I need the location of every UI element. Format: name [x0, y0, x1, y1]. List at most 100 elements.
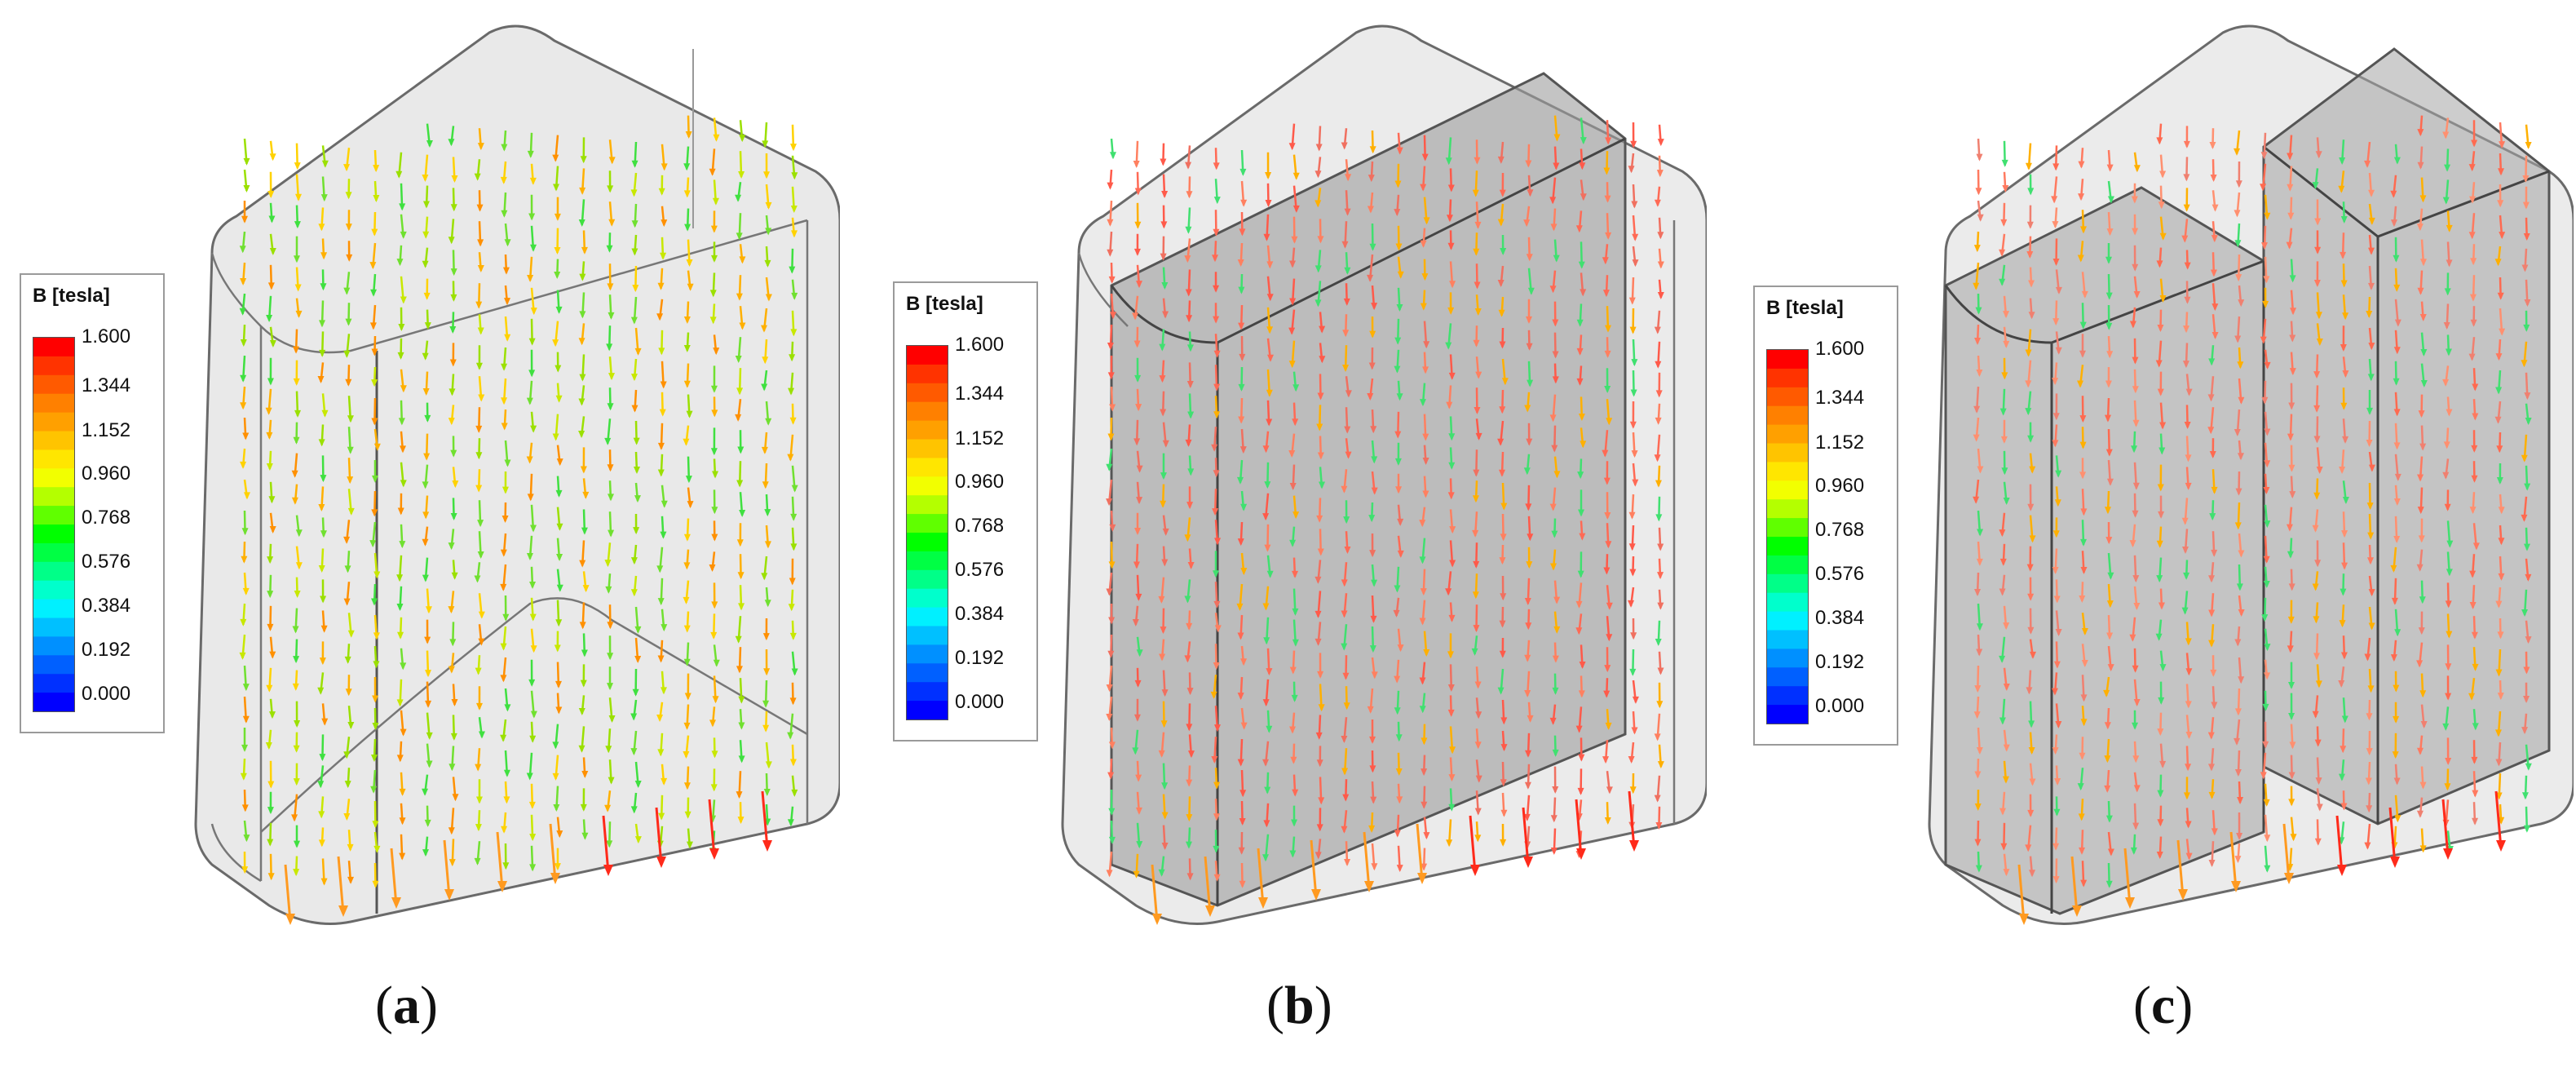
field-vector-head: [2105, 449, 2113, 457]
colorbar-band: [907, 495, 948, 515]
field-vector-head: [2028, 312, 2035, 320]
field-vector-head: [2025, 380, 2032, 388]
field-vector-head: [2055, 286, 2062, 294]
field-vector-head: [608, 219, 616, 227]
field-vector-head: [318, 320, 325, 328]
field-vector-head: [1628, 543, 1636, 551]
field-vector-head: [764, 600, 771, 608]
field-vector-head: [1393, 609, 1400, 618]
field-vector-head: [791, 172, 798, 180]
field-vector-head: [656, 565, 664, 573]
field-vector-head: [2211, 702, 2218, 710]
field-vector-head: [1239, 228, 1246, 237]
field-vector-head: [346, 254, 353, 262]
field-vector-head: [372, 880, 379, 888]
colorbar-band: [907, 551, 948, 571]
field-vector-head: [2079, 226, 2087, 234]
field-vector-head: [2025, 408, 2032, 416]
colorbar-band: [1767, 649, 1808, 668]
field-vector-head: [426, 732, 433, 740]
field-vector-head: [1475, 711, 1482, 719]
field-vector-head: [1289, 850, 1297, 858]
tick-label: 0.960: [82, 463, 131, 485]
field-vector-head: [371, 509, 378, 517]
field-vector-head: [762, 140, 769, 148]
field-vector-head: [630, 806, 638, 814]
field-vector-head: [2313, 492, 2321, 500]
field-vector-head: [1205, 905, 1215, 917]
field-vector-head: [2107, 572, 2114, 580]
field-vector-head: [2443, 848, 2453, 860]
field-vector-head: [789, 578, 796, 586]
field-vector-head: [2236, 583, 2243, 591]
field-vector-head: [1186, 724, 1193, 732]
field-vector-head: [2419, 195, 2427, 203]
field-vector-head: [372, 722, 379, 730]
field-vector-head: [424, 819, 431, 827]
field-vector-head: [1185, 226, 1192, 234]
field-vector-head: [2055, 470, 2062, 478]
field-vector-head: [1161, 812, 1169, 820]
field-vector-head: [2185, 764, 2192, 772]
field-vector-head: [607, 622, 614, 630]
field-vector-head: [2521, 454, 2528, 463]
field-vector-head: [1239, 880, 1246, 888]
field-vector-head: [2055, 721, 2062, 729]
field-vector-head: [529, 834, 537, 842]
field-vector-head: [1580, 137, 1587, 145]
field-vector-head: [2051, 688, 2058, 696]
field-vector-head: [2498, 573, 2505, 581]
field-vector-head: [710, 225, 718, 233]
field-vector-head: [1552, 749, 1559, 757]
field-vector-head: [475, 796, 483, 804]
field-vector-head: [711, 409, 718, 418]
field-vector-head: [2072, 905, 2082, 917]
field-vector-head: [1448, 614, 1456, 622]
field-vector-head: [396, 259, 404, 267]
field-vector-head: [2442, 131, 2450, 139]
field-vector-head: [1473, 469, 1480, 477]
field-vector-head: [269, 247, 276, 255]
colorbar-band: [33, 356, 74, 376]
field-vector-head: [1631, 359, 1638, 367]
field-vector-head: [292, 626, 299, 634]
field-vector-head: [501, 210, 508, 218]
field-vector-head: [1974, 771, 1982, 779]
field-vector-head: [764, 541, 771, 549]
colorbar-band: [33, 412, 74, 432]
field-vector-head: [2419, 781, 2427, 790]
field-vector-head: [1369, 330, 1376, 339]
field-vector-head: [1445, 588, 1452, 596]
field-vector-head: [475, 425, 483, 433]
field-vector-head: [579, 374, 586, 382]
field-vector-head: [661, 219, 668, 228]
field-vector-head: [1394, 458, 1402, 466]
field-vector-head: [1525, 160, 1532, 168]
field-vector-head: [2207, 732, 2215, 740]
field-vector-head: [2523, 324, 2530, 332]
field-vector-head: [2498, 507, 2505, 515]
field-vector-head: [1107, 650, 1115, 658]
field-vector-head: [630, 589, 638, 597]
field-vector-head: [1184, 255, 1191, 263]
field-vector-head: [2236, 832, 2243, 840]
field-vector-head: [317, 376, 325, 384]
field-vector-head: [1315, 576, 1322, 584]
field-vector-head: [634, 626, 642, 634]
field-vector-head: [1316, 824, 1323, 832]
field-vector-head: [2235, 180, 2242, 188]
field-vector-head: [1395, 734, 1403, 742]
field-vector-head: [1266, 570, 1274, 578]
field-vector-head: [399, 203, 406, 211]
field-vector-head: [2079, 441, 2087, 449]
field-vector-head: [2079, 350, 2086, 358]
field-vector: [2494, 790, 2503, 849]
field-vector-head: [291, 497, 298, 505]
field-vector-head: [1342, 330, 1350, 338]
field-vector-head: [398, 418, 405, 426]
field-vector-head: [1397, 518, 1404, 526]
field-vector-head: [2419, 690, 2427, 698]
field-vector-head: [1133, 714, 1141, 722]
field-vector-head: [578, 431, 585, 439]
field-vector-head: [395, 170, 403, 179]
